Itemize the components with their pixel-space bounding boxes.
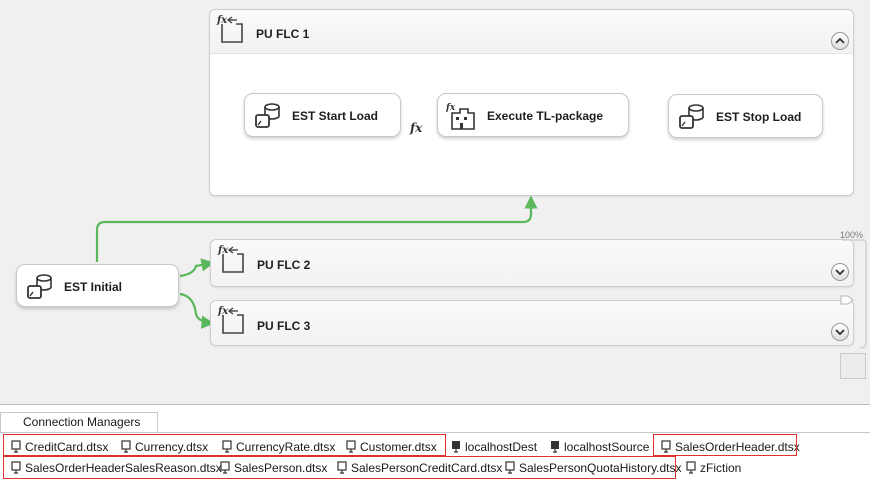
container-title: PU FLC 3 — [257, 319, 311, 333]
zoom-level: 100% — [840, 230, 864, 240]
container-header[interactable]: fx PU FLC 3 — [211, 301, 853, 345]
expression-fx-icon: fx — [410, 121, 423, 135]
sequence-container-fx-icon: fx — [216, 15, 243, 43]
expand-button[interactable] — [831, 263, 849, 281]
connection-manager-item[interactable]: zFiction — [686, 461, 741, 475]
connection-manager-item[interactable]: SalesOrderHeaderSalesReason.dtsx — [11, 461, 222, 475]
file-connection-icon — [222, 440, 232, 453]
task-label: EST Start Load — [292, 109, 379, 123]
file-connection-icon — [220, 461, 230, 474]
file-connection-icon — [337, 461, 347, 474]
sql-task-icon — [679, 104, 704, 129]
tab-label: Connection Managers — [23, 415, 141, 429]
file-connection-icon — [346, 440, 356, 453]
zoom-control[interactable]: 100% — [838, 230, 868, 404]
expand-button[interactable] — [831, 323, 849, 341]
sequence-container-fx-icon: fx — [217, 306, 244, 334]
zoom-slider[interactable] — [838, 238, 868, 358]
sequence-container-fx-icon: fx — [217, 245, 244, 273]
svg-text:fx: fx — [217, 306, 229, 317]
arrow-initial-to-flc2[interactable] — [179, 258, 215, 278]
tab-connection-managers[interactable]: Connection Managers — [0, 412, 158, 432]
chevron-up-icon — [835, 37, 845, 44]
chevron-down-icon — [835, 329, 845, 336]
connection-manager-item[interactable]: CurrencyRate.dtsx — [222, 440, 335, 454]
zoom-fit-button[interactable] — [840, 353, 866, 379]
container-pu-flc-2[interactable]: fx PU FLC 2 — [210, 239, 854, 287]
task-execute-tl-package[interactable]: fx Execute TL-package — [437, 93, 629, 137]
container-title: PU FLC 2 — [257, 258, 311, 272]
connection-manager-item[interactable]: SalesOrderHeader.dtsx — [661, 440, 800, 454]
design-canvas[interactable]: fx PU FLC 1 EST Start Load fx fx — [0, 0, 870, 405]
connection-manager-item[interactable]: SalesPersonCreditCard.dtsx — [337, 461, 502, 475]
file-connection-icon — [505, 461, 515, 474]
arrow-initial-to-flc3[interactable] — [179, 292, 215, 329]
zoom-thumb — [840, 295, 854, 305]
db-connection-icon — [452, 441, 460, 453]
task-label: Execute TL-package — [487, 109, 604, 123]
file-connection-icon — [686, 461, 696, 474]
connection-manager-item[interactable]: localhostSource — [550, 440, 649, 454]
container-pu-flc-3[interactable]: fx PU FLC 3 — [210, 300, 854, 346]
highlight-box — [653, 434, 797, 456]
sql-task-icon — [255, 103, 280, 128]
task-label: EST Initial — [64, 280, 123, 294]
collapse-button[interactable] — [831, 32, 849, 50]
file-connection-icon — [11, 461, 21, 474]
db-connection-icon — [551, 441, 559, 453]
execute-package-icon: fx — [446, 103, 475, 130]
container-header[interactable]: fx PU FLC 2 — [211, 240, 853, 286]
connection-manager-item[interactable]: localhostDest — [451, 440, 537, 454]
file-connection-icon — [11, 440, 21, 453]
connection-manager-item[interactable]: SalesPerson.dtsx — [220, 461, 327, 475]
sql-task-icon — [27, 274, 52, 299]
task-est-initial[interactable]: EST Initial — [16, 264, 179, 307]
svg-text:fx: fx — [446, 103, 456, 113]
task-est-stop-load[interactable]: EST Stop Load — [668, 94, 823, 138]
arrow-initial-to-flc1[interactable] — [95, 195, 538, 262]
svg-text:fx: fx — [217, 245, 229, 256]
task-est-start-load[interactable]: EST Start Load — [244, 93, 401, 137]
connection-manager-item[interactable]: Currency.dtsx — [121, 440, 208, 454]
task-label: EST Stop Load — [716, 110, 802, 124]
file-connection-icon — [661, 440, 671, 453]
connection-manager-item[interactable]: SalesPersonQuotaHistory.dtsx — [505, 461, 682, 475]
connection-managers-panel: CreditCard.dtsx Currency.dtsx CurrencyRa… — [0, 432, 870, 490]
connection-manager-item[interactable]: CreditCard.dtsx — [11, 440, 108, 454]
file-connection-icon — [121, 440, 131, 453]
container-header[interactable]: fx PU FLC 1 — [210, 10, 853, 54]
svg-text:fx: fx — [216, 15, 228, 26]
highlight-box — [3, 434, 446, 456]
container-title: PU FLC 1 — [256, 27, 310, 41]
connection-manager-item[interactable]: Customer.dtsx — [346, 440, 437, 454]
chevron-down-icon — [835, 269, 845, 276]
highlight-box — [3, 456, 676, 479]
